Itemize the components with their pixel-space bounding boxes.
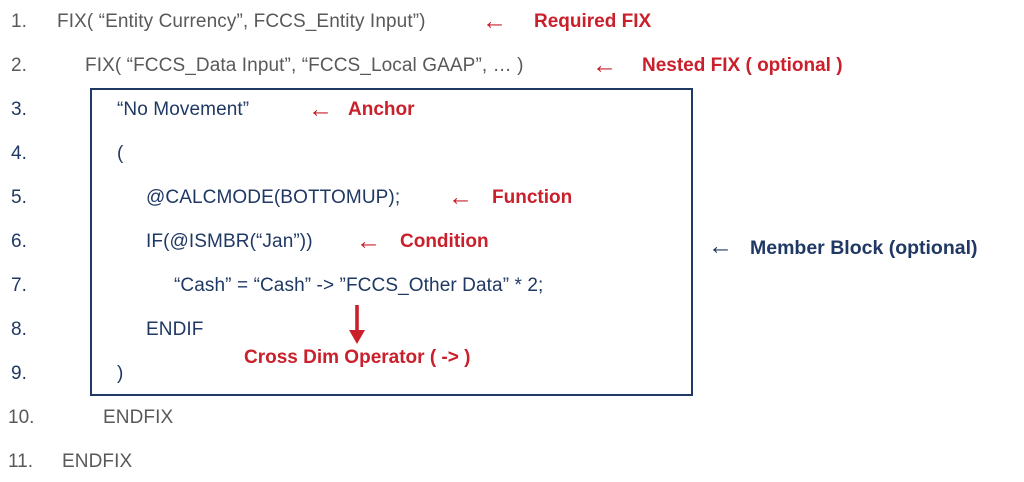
line-number: 7. xyxy=(11,275,27,296)
function-label: Function xyxy=(492,187,573,208)
required-fix-label: Required FIX xyxy=(534,11,652,32)
code-text: IF(@ISMBR(“Jan”)) xyxy=(146,231,313,252)
cross-dim-label: Cross Dim Operator ( -> ) xyxy=(244,347,471,368)
code-text: ENDIF xyxy=(146,319,204,340)
line-number: 2. xyxy=(11,55,27,76)
code-text: @CALCMODE(BOTTOMUP); xyxy=(146,187,401,208)
line-number: 10. xyxy=(8,407,35,428)
line-number: 6. xyxy=(11,231,27,252)
code-text: ) xyxy=(117,363,124,384)
line-number: 11. xyxy=(8,451,34,472)
code-text: “No Movement” xyxy=(117,99,250,120)
left-arrow-icon: ← xyxy=(482,7,507,35)
anchor-label: Anchor xyxy=(348,99,415,120)
code-text: FIX( “FCCS_Data Input”, “FCCS_Local GAAP… xyxy=(85,55,524,76)
left-arrow-icon: ← xyxy=(308,95,333,123)
left-arrow-icon: ← xyxy=(592,51,617,79)
code-text: ENDFIX xyxy=(103,407,174,428)
line-number: 5. xyxy=(11,187,27,208)
left-arrow-icon: ← xyxy=(708,232,733,260)
condition-label: Condition xyxy=(400,231,489,252)
left-arrow-icon: ← xyxy=(448,183,473,211)
nested-fix-label: Nested FIX ( optional ) xyxy=(642,55,843,76)
line-number: 3. xyxy=(11,99,27,120)
code-text: “Cash” = “Cash” -> ”FCCS_Other Data” * 2… xyxy=(174,275,544,296)
line-number: 9. xyxy=(11,363,27,384)
line-number: 8. xyxy=(11,319,27,340)
down-arrow-icon xyxy=(349,305,365,344)
left-arrow-icon: ← xyxy=(356,227,381,255)
member-block-label: Member Block (optional) xyxy=(750,237,978,259)
code-text: FIX( “Entity Currency”, FCCS_Entity Inpu… xyxy=(57,11,426,32)
member-block-box xyxy=(90,88,693,396)
line-number: 1. xyxy=(11,11,27,32)
code-text: ENDFIX xyxy=(62,451,133,472)
code-text: ( xyxy=(117,143,124,164)
line-number: 4. xyxy=(11,143,27,164)
